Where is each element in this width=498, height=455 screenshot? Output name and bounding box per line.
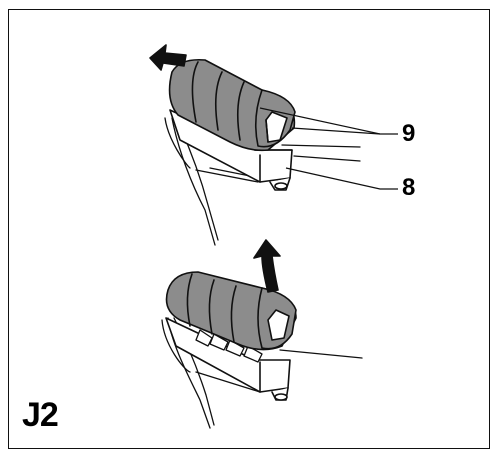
callout-label-8: 8 xyxy=(402,174,416,201)
arrow-lift-up-icon xyxy=(253,239,281,293)
grip-sleeve-9 xyxy=(168,58,296,152)
leader-line-8 xyxy=(285,167,398,190)
top-assembly xyxy=(149,44,361,246)
leader-line-9b xyxy=(291,127,381,135)
figure-label: J2 xyxy=(22,396,59,434)
callout-label-9: 9 xyxy=(402,120,416,147)
bottom-assembly xyxy=(161,239,363,429)
inner-cores xyxy=(195,329,263,363)
leader-lines xyxy=(259,107,398,190)
arrow-pull-left-icon xyxy=(149,44,187,71)
grip-sleeve-lifted xyxy=(165,271,297,351)
